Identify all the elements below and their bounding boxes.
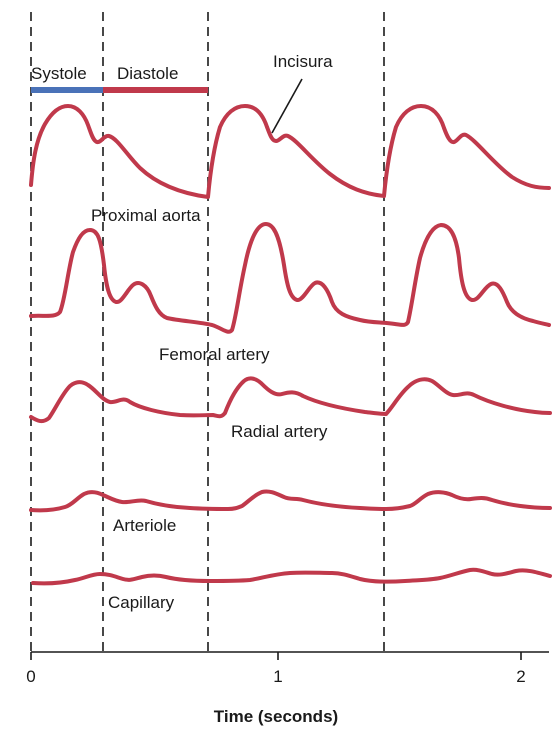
arteriole-waveform <box>29 489 552 513</box>
capillary-waveform <box>31 567 552 586</box>
radial-artery-label: Radial artery <box>231 422 328 441</box>
proximal-aorta-waveform <box>29 104 551 199</box>
diastole-label: Diastole <box>117 64 178 83</box>
time-axis-tick-label-0: 0 <box>26 667 35 686</box>
femoral-artery-waveform <box>29 222 551 334</box>
arteriole-label: Arteriole <box>113 516 176 535</box>
systole-label: Systole <box>31 64 87 83</box>
radial-artery-waveform <box>29 376 552 424</box>
time-axis-tick-label-1: 1 <box>273 667 282 686</box>
proximal-aorta-label: Proximal aorta <box>91 206 201 225</box>
time-axis-tick-label-2: 2 <box>516 667 525 686</box>
femoral-artery-label: Femoral artery <box>159 345 270 364</box>
time-axis-title: Time (seconds) <box>214 707 338 726</box>
incisura-label: Incisura <box>273 52 333 71</box>
incisura-pointer <box>271 78 303 134</box>
capillary-label: Capillary <box>108 593 175 612</box>
